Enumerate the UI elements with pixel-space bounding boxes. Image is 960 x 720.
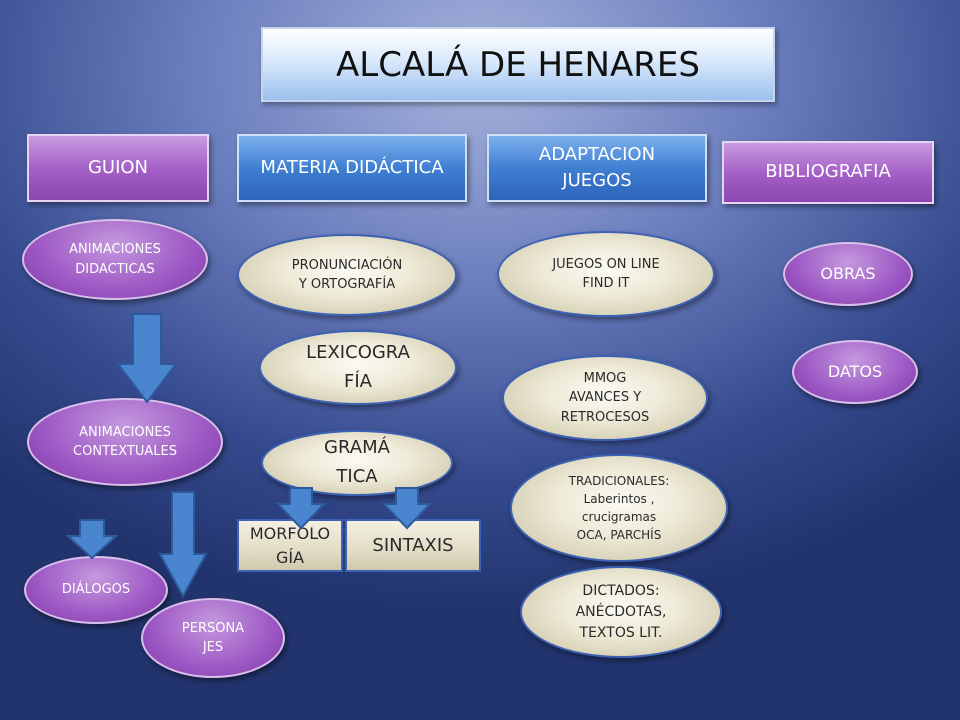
node-lexicografia: LEXICOGRA FÍA xyxy=(259,330,457,405)
header-adaptacion-juegos: ADAPTACION JUEGOS xyxy=(487,134,707,202)
page-title: ALCALÁ DE HENARES xyxy=(261,27,775,102)
node-obras: OBRAS xyxy=(783,242,913,306)
node-sintaxis: SINTAXIS xyxy=(345,519,481,572)
node-gramatica: GRAMÁ TICA xyxy=(261,430,453,496)
node-personajes: PERSONA JES xyxy=(141,598,285,678)
node-dialogos: DIÁLOGOS xyxy=(24,556,168,624)
arrow-down-icon xyxy=(66,519,118,560)
arrow-down-icon xyxy=(116,313,178,404)
node-animaciones-contextuales: ANIMACIONES CONTEXTUALES xyxy=(27,398,223,486)
header-materia-didactica: MATERIA DIDÁCTICA xyxy=(237,134,467,202)
header-guion: GUION xyxy=(27,134,209,202)
arrow-down-icon xyxy=(158,491,208,598)
node-mmog: MMOG AVANCES Y RETROCESOS xyxy=(502,355,708,441)
node-animaciones-didacticas: ANIMACIONES DIDACTICAS xyxy=(22,219,208,300)
node-datos: DATOS xyxy=(792,340,918,404)
node-dictados: DICTADOS: ANÉCDOTAS, TEXTOS LIT. xyxy=(520,566,722,658)
node-morfologia: MORFOLO GÍA xyxy=(237,519,343,572)
arrow-down-icon xyxy=(382,487,432,530)
node-juegos-online: JUEGOS ON LINE FIND IT xyxy=(497,231,715,317)
header-bibliografia: BIBLIOGRAFIA xyxy=(722,141,934,204)
arrow-down-icon xyxy=(276,487,326,530)
node-pronunciacion-ortografia: PRONUNCIACIÓN Y ORTOGRAFÍA xyxy=(237,234,457,316)
node-tradicionales: TRADICIONALES: Laberintos , crucigramas … xyxy=(510,454,728,562)
